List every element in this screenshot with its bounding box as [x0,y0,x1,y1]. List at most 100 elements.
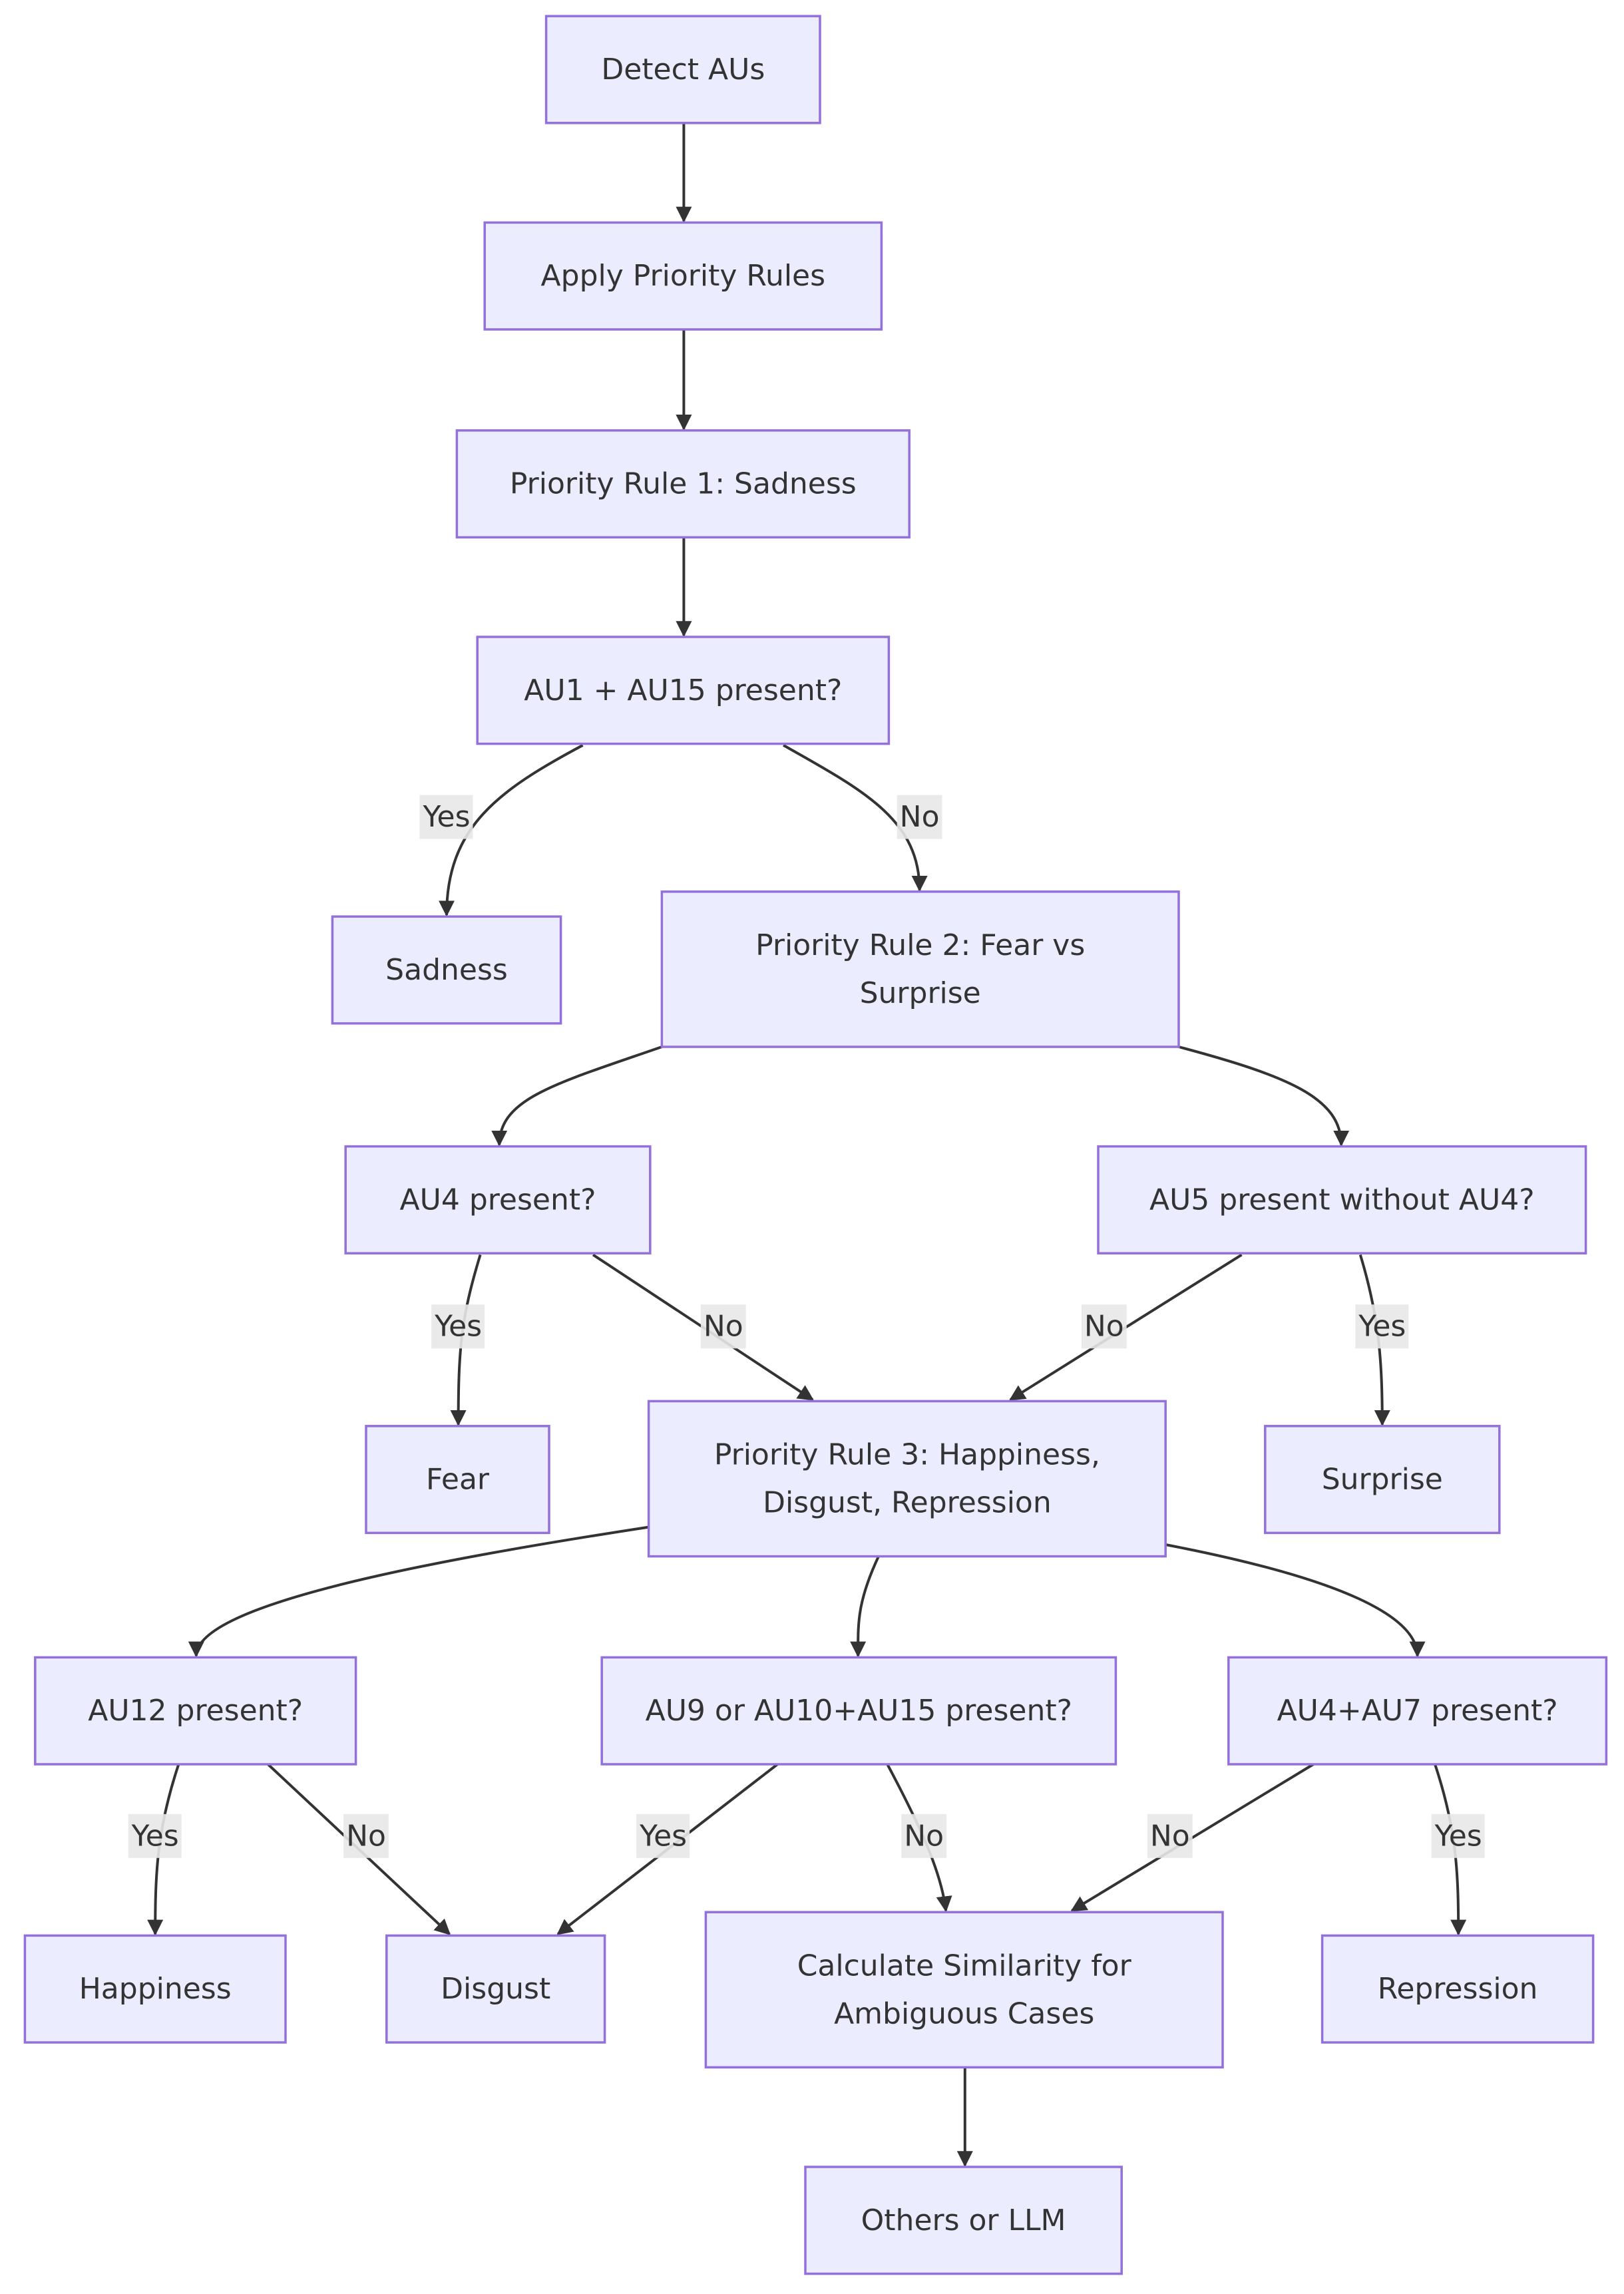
edge-label-text: No [900,800,940,834]
edge-label-yes: Yes [419,795,473,839]
edge-label-yes: Yes [1431,1814,1485,1858]
node-fear: Fear [365,1425,550,1535]
node-box [660,890,1180,1048]
edge-label-text: No [346,1819,386,1853]
node-box [483,221,883,331]
edge-rule3-to-q_au4_au7 [1165,1545,1435,1660]
edge-label-text: No [704,1310,743,1344]
node-label: Disgust [441,1972,550,2006]
node-box [1320,1934,1595,2044]
node-box [1264,1425,1501,1535]
node-rule1: Priority Rule 1: Sadness [455,429,911,539]
node-others: Others or LLM [804,2166,1123,2275]
node-label: Priority Rule 1: Sadness [510,467,857,501]
edge-label-yes: Yes [431,1304,485,1349]
node-label: Surprise [860,976,981,1010]
edge-label-yes: Yes [128,1814,182,1858]
node-label: Ambiguous Cases [834,1997,1094,2030]
edge-q_au1_au15-to-sadness [429,745,583,919]
arrow [840,1557,879,1660]
node-box [344,1145,652,1254]
node-label: Priority Rule 2: Fear vs [755,928,1085,962]
node-label: Others or LLM [861,2203,1066,2237]
node-q-au1-au15: AU1 + AU15 present? [476,636,891,745]
edge-label-text: No [1150,1819,1190,1853]
edge-rule2-to-q_au4 [481,1047,662,1149]
node-box [647,1400,1167,1558]
node-label: Sadness [385,953,508,987]
node-q-au4: AU4 present? [344,1145,652,1254]
node-box [365,1425,550,1535]
edge-label-text: Yes [434,1310,482,1344]
arrow [178,1527,649,1660]
node-box [385,1934,606,2044]
node-happiness: Happiness [23,1934,287,2044]
node-q-au9: AU9 or AU10+AU15 present? [600,1656,1117,1766]
node-sadness: Sadness [331,915,562,1025]
node-q-au5: AU5 present without AU4? [1097,1145,1587,1254]
edge-label-text: Yes [131,1819,179,1853]
node-q-au12: AU12 present? [34,1656,357,1766]
node-label: Happiness [79,1972,232,2006]
edge-label-text: Yes [1358,1310,1406,1344]
edge-rule2-to-q_au5 [1179,1047,1359,1149]
edge-label-text: No [1084,1310,1124,1344]
node-rule2: Priority Rule 2: Fear vs Surprise [660,890,1180,1048]
node-label: Detect AUs [601,53,765,87]
node-label: AU9 or AU10+AU15 present? [646,1694,1072,1728]
edge-label-text: Yes [422,800,470,834]
node-label: AU12 present? [88,1694,303,1728]
edge-label-text: No [904,1819,944,1853]
node-label: Apply Priority Rules [541,259,826,293]
node-label: AU4 present? [400,1183,596,1217]
edge-label-yes: Yes [636,1814,690,1858]
node-label: Calculate Similarity for [797,1949,1132,1983]
node-label: Priority Rule 3: Happiness, [714,1438,1100,1472]
node-apply: Apply Priority Rules [483,221,883,331]
node-label: Disgust, Repression [763,1486,1052,1520]
node-label: Surprise [1322,1463,1443,1497]
node-label: AU1 + AU15 present? [524,673,842,707]
node-box [600,1656,1117,1766]
node-label: AU5 present without AU4? [1149,1183,1535,1217]
edge-q_au1_au15-to-rule2 [783,745,937,894]
arrow [481,1047,662,1149]
arrow [1068,1764,1313,1911]
node-label: AU4+AU7 present? [1277,1694,1558,1728]
edge-label-yes: Yes [1355,1304,1409,1349]
edge-rule3-to-q_au12 [178,1527,649,1660]
node-surprise: Surprise [1264,1425,1501,1535]
arrow [783,745,937,894]
node-box [455,429,911,539]
arrow [1165,1545,1435,1660]
edge-label-no: No [700,1304,746,1349]
arrow [1179,1047,1359,1149]
node-disgust: Disgust [385,1934,606,2044]
edge-label-no: No [897,795,942,839]
edge-label-no: No [343,1814,389,1858]
node-box [1227,1656,1608,1766]
node-box [1097,1145,1587,1254]
node-detect: Detect AUs [544,15,821,124]
arrow [429,745,583,919]
node-box [23,1934,287,2044]
node-box [476,636,891,745]
node-box [804,2166,1123,2275]
edge-label-no: No [901,1814,947,1858]
edge-label-text: Yes [1434,1819,1482,1853]
edge-label-no: No [1081,1304,1127,1349]
edge-label-text: Yes [639,1819,687,1853]
node-rule3: Priority Rule 3: Happiness, Disgust, Repr… [647,1400,1167,1558]
node-q-au4-au7: AU4+AU7 present? [1227,1656,1608,1766]
node-box [704,1911,1224,2069]
node-box [34,1656,357,1766]
node-label: Fear [426,1463,490,1497]
node-box [331,915,562,1025]
node-box [544,15,821,124]
edge-rule3-to-q_au9 [840,1557,879,1660]
edge-q_au4_au7-to-similarity [1068,1764,1313,1911]
node-label: Repression [1378,1972,1538,2006]
edge-label-no: No [1147,1814,1193,1858]
